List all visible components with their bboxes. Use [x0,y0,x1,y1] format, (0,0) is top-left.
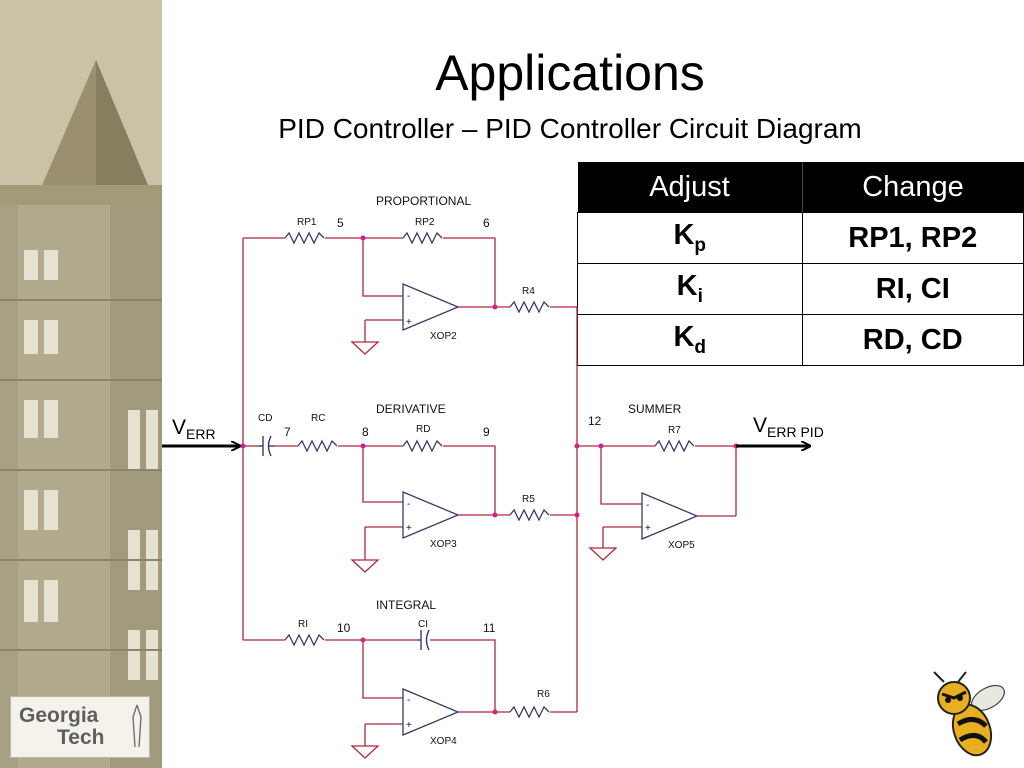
label-r7: R7 [668,425,681,436]
ground-icon [350,559,380,573]
input-signal-label: VERR [172,416,216,442]
param-subscript: i [697,285,703,307]
circuit-wires [242,237,737,746]
op-amps [402,283,699,736]
input-signal-sub: ERR [186,426,216,442]
ground-icon [350,745,380,759]
rd-resistor-icon [402,439,443,453]
param-symbol: K [673,321,695,354]
label-ri: RI [298,619,308,630]
logo-mark-icon [132,704,142,748]
resistors [284,231,695,719]
ci-capacitor-icon [418,629,430,651]
tower-illustration [0,0,162,768]
svg-text:-: - [407,695,410,706]
sidebar-building-image: Georgia Tech [0,0,162,768]
svg-text:+: + [645,523,651,534]
xop3-opamp-icon [402,491,460,539]
label-xop3: XOP3 [430,539,457,550]
label-integral: INTEGRAL [376,598,436,612]
svg-text:-: - [407,291,410,302]
svg-text:+: + [406,720,412,731]
slide-subtitle: PID Controller – PID Controller Circuit … [278,113,862,144]
node-label: 6 [483,216,490,230]
junction-dots [240,235,739,715]
r7-resistor-icon [654,439,695,453]
node-label: 7 [284,425,291,439]
node-label: 10 [337,621,351,635]
rc-resistor-icon [297,439,338,453]
svg-text:-: - [407,499,410,510]
label-summer: SUMMER [628,402,682,416]
label-rp2: RP2 [415,217,435,228]
label-rc: RC [311,413,325,424]
xop5-opamp-icon [641,492,699,540]
param-subscript: d [694,336,707,358]
label-derivative: DERIVATIVE [376,402,446,416]
output-signal-label: VERR PID [753,414,824,440]
r6-resistor-icon [509,705,550,719]
label-rd: RD [416,424,430,435]
table-header-change: Change [801,162,1024,213]
svg-text:-: - [646,500,649,511]
output-signal-sub: ERR PID [767,424,824,440]
cd-capacitor-icon [258,435,274,457]
param-symbol: K [673,219,695,252]
table-cell-param: Kd [577,314,803,366]
label-r4: R4 [522,286,535,297]
param-subscript: p [694,234,707,256]
r5-resistor-icon [509,508,550,522]
table-header-row: Adjust Change [577,162,1024,213]
label-xop4: XOP4 [430,736,457,747]
rp1-resistor-icon [284,231,325,245]
label-r6: R6 [537,689,550,700]
ground-icon [588,547,618,561]
xop4-opamp-icon [402,688,460,736]
slide-title: Applications [435,45,705,101]
logo-line2: Tech [57,726,105,749]
table-row: Kp RP1, RP2 [577,212,1024,264]
adjust-table: Adjust Change Kp RP1, RP2 Ki RI, CI Kd R… [577,162,1024,366]
label-rp1: RP1 [297,217,317,228]
table-cell-param: Kp [577,212,803,264]
ri-resistor-icon [284,633,325,647]
georgia-tech-logo: Georgia Tech [10,696,150,758]
param-symbol: K [676,270,698,303]
label-xop5: XOP5 [668,540,695,551]
label-cd: CD [258,413,272,424]
label-ci: CI [418,619,428,630]
xop2-opamp-icon [402,283,460,331]
svg-text:+: + [406,523,412,534]
opamp-polarity-marks: - + - + - + - + [406,291,651,731]
table-cell-change: RI, CI [801,263,1024,315]
input-signal-main: V [172,416,186,439]
label-r5: R5 [522,494,535,505]
table-header-adjust: Adjust [577,162,802,213]
node-label: 5 [337,216,344,230]
logo-line1: Georgia [19,704,99,727]
ground-icon [350,341,380,355]
label-proportional: PROPORTIONAL [376,194,471,208]
svg-text:+: + [406,317,412,328]
node-label: 11 [483,621,496,635]
node-label: 12 [588,414,602,428]
yellow-jacket-mascot-icon [933,671,1005,757]
ground-symbols [350,341,618,759]
capacitors [258,435,430,651]
rp2-resistor-icon [402,231,443,245]
label-xop2: XOP2 [430,331,457,342]
output-signal-main: V [753,414,767,437]
table-row: Kd RD, CD [577,314,1024,366]
table-cell-change: RD, CD [801,314,1024,366]
node-label: 9 [483,425,490,439]
node-label: 8 [362,425,369,439]
r4-resistor-icon [509,300,550,314]
